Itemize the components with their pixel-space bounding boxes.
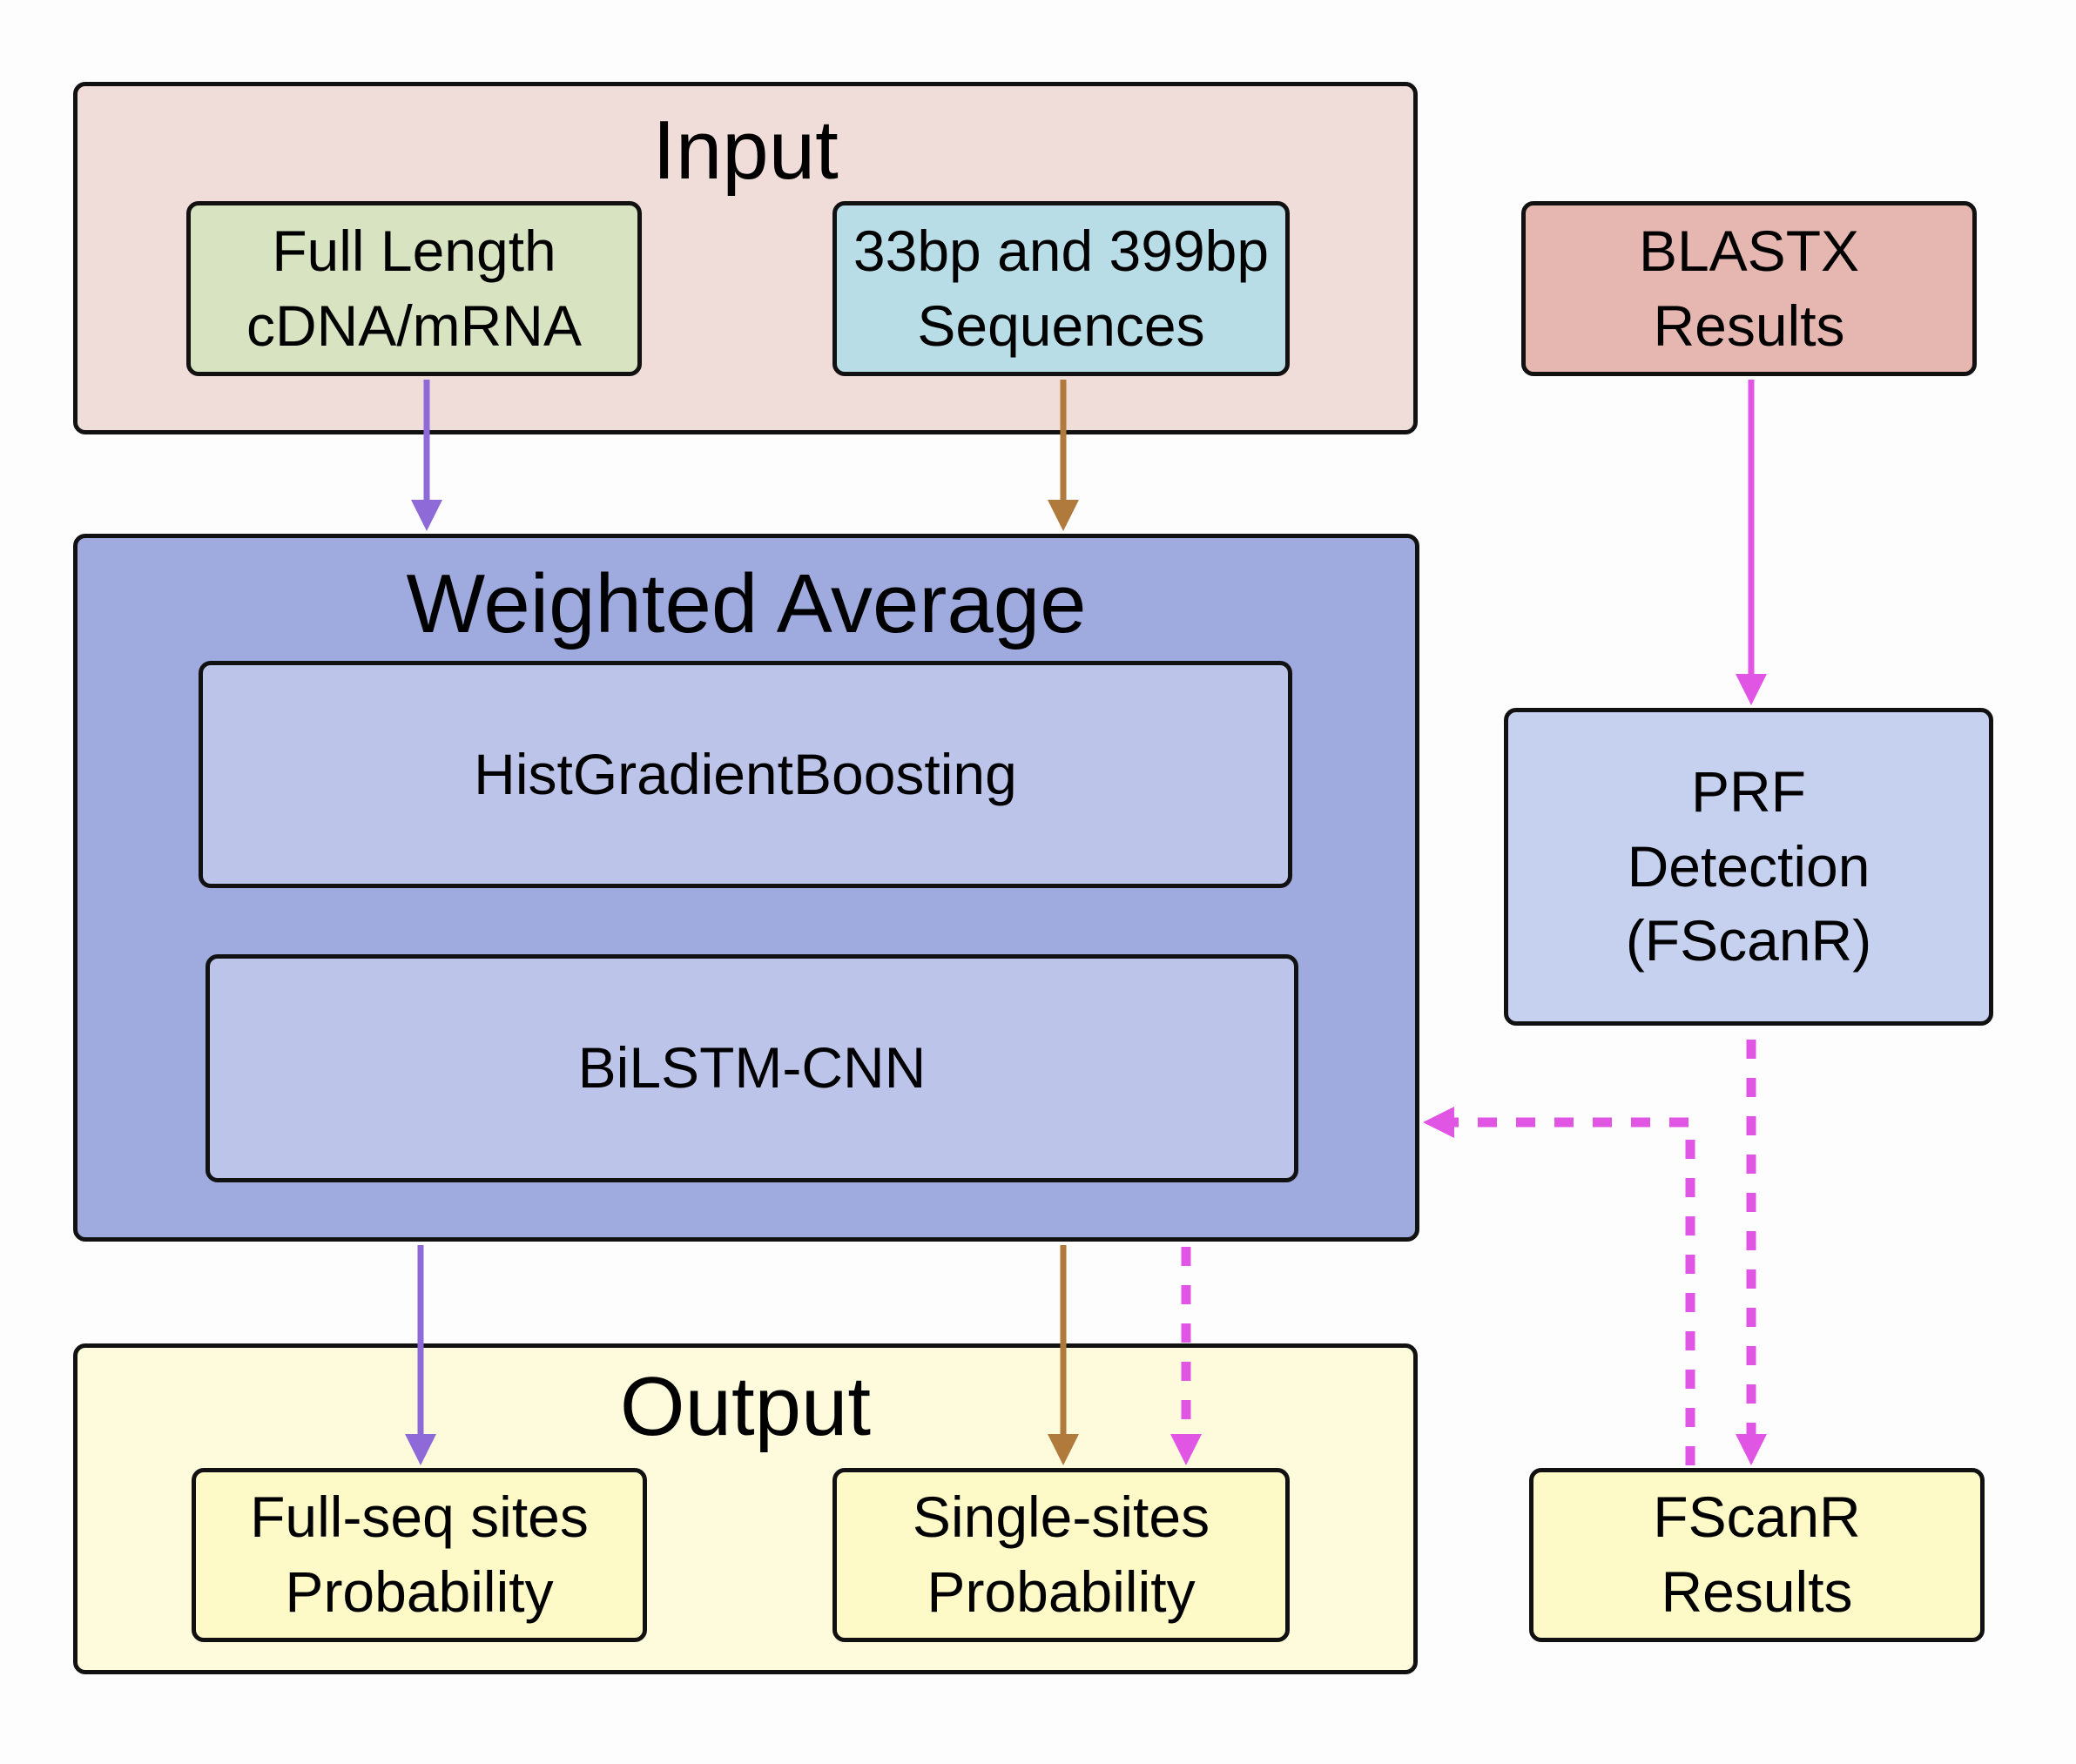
full-length-node: Full Length cDNA/mRNA bbox=[186, 201, 642, 376]
prf-detection-label: PRF Detection (FScanR) bbox=[1625, 758, 1872, 973]
input-title: Input bbox=[652, 104, 839, 197]
full-seq-node: Full-seq sites Probability bbox=[192, 1468, 647, 1642]
histgradientboosting-label: HistGradientBoosting bbox=[474, 741, 1017, 806]
single-sites-label: Single-sites Probability bbox=[912, 1485, 1210, 1624]
blastx-node: BLASTX Results bbox=[1521, 201, 1977, 376]
full-seq-label: Full-seq sites Probability bbox=[250, 1485, 589, 1624]
sequences-label: 33bp and 399bp Sequences bbox=[853, 218, 1270, 358]
output-title: Output bbox=[619, 1360, 872, 1453]
edge-prf-to-fscanr bbox=[1736, 1040, 1767, 1465]
weighted-average-title: Weighted Average bbox=[406, 557, 1087, 650]
arrowhead-icon bbox=[1736, 1434, 1767, 1465]
bilstm-cnn-node: BiLSTM-CNN bbox=[206, 954, 1298, 1182]
single-sites-node: Single-sites Probability bbox=[832, 1468, 1290, 1642]
histgradientboosting-node: HistGradientBoosting bbox=[199, 661, 1292, 888]
full-length-label: Full Length cDNA/mRNA bbox=[246, 218, 582, 358]
arrowhead-icon bbox=[1048, 500, 1079, 531]
fscanr-results-label: FScanR Results bbox=[1653, 1485, 1861, 1624]
arrowhead-icon bbox=[1736, 674, 1767, 705]
fscanr-results-node: FScanR Results bbox=[1529, 1468, 1985, 1642]
bilstm-cnn-label: BiLSTM-CNN bbox=[577, 1035, 927, 1101]
prf-detection-node: PRF Detection (FScanR) bbox=[1504, 708, 1993, 1026]
edge-fscanr-to-weighted bbox=[1423, 1107, 1695, 1465]
sequences-node: 33bp and 399bp Sequences bbox=[832, 201, 1290, 376]
blastx-label: BLASTX Results bbox=[1638, 218, 1860, 358]
arrowhead-icon bbox=[411, 500, 442, 531]
arrowhead-icon bbox=[1423, 1107, 1454, 1138]
edge-blastx-to-prf bbox=[1736, 380, 1767, 705]
